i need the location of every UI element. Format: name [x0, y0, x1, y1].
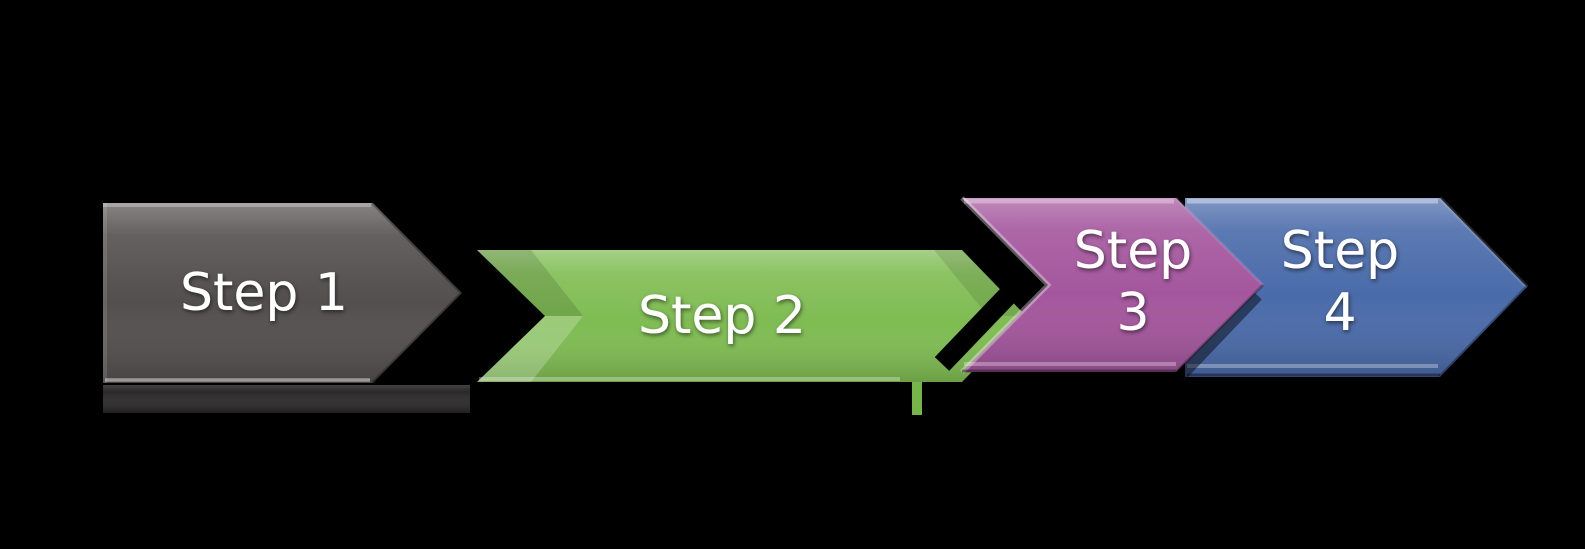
step-3-cast-shadow [934, 263, 1040, 371]
step-3-bevel-shading [962, 198, 1263, 372]
step-2-notch-upper-facet [477, 250, 583, 316]
step-4-lower-tip-edge [1438, 285, 1529, 379]
step-3-label-line1: Step [1074, 221, 1192, 281]
step-1-platform-shading [103, 385, 470, 413]
step-2-label: Step 2 [638, 286, 806, 346]
step-1-bevel-shading [103, 203, 462, 383]
step-2-notch-lower-facet [477, 316, 583, 382]
step-1-tip-edge [371, 201, 465, 385]
step-4-bevel-shading [1185, 198, 1527, 377]
step-3-label-line2: 3 [1116, 283, 1149, 343]
step-1-group: Step 1 [103, 201, 470, 413]
step-4-group: Step 4 [1168, 196, 1529, 386]
step-2-group: Step 2 [477, 250, 1040, 415]
step-2-bevel-shading [477, 250, 1026, 382]
step-3-notch-highlight [960, 196, 1052, 374]
step-4-label-line1: Step [1281, 221, 1399, 281]
step-3-group: Step 3 [960, 196, 1265, 374]
step-2-extrusion-leg [912, 382, 922, 415]
step-1-label: Step 1 [180, 263, 348, 323]
step-4-label-line2: 4 [1323, 283, 1356, 343]
step-3-cast-shadow-on-step-4 [1168, 288, 1262, 386]
step-4-upper-tip-edge [1438, 196, 1529, 289]
step-3-lower-tip-edge [1174, 283, 1265, 374]
step-3-upper-tip-edge [1174, 196, 1265, 287]
